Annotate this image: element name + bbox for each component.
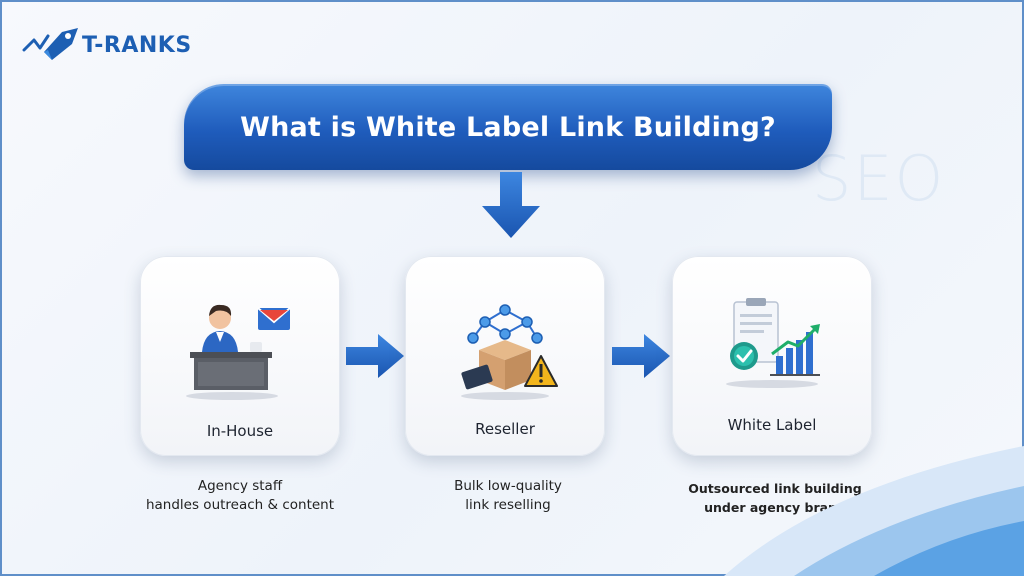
step-label: White Label (727, 416, 817, 434)
step-label: Reseller (475, 420, 535, 438)
description-line: Outsourced link building (688, 481, 862, 496)
description-line: link reselling (465, 497, 551, 513)
t-ranks-logo[interactable]: T-RANKS (22, 26, 192, 64)
title-banner: What is White Label Link Building? (184, 84, 832, 170)
right-arrow-icon (612, 334, 670, 378)
logo-rocket-icon (22, 28, 78, 60)
description-line: under agency brand (704, 500, 846, 515)
description-line: handles outreach & content (145, 497, 335, 513)
step-card-reseller: Reseller (405, 256, 605, 456)
seo-watermark: SEO (812, 142, 946, 215)
step-card-in-house: In-House (140, 256, 340, 456)
bulk-links-box-icon (461, 304, 558, 400)
step-description-in-house: Agency staff handles outreach & content (140, 477, 340, 515)
logo-text: T-RANKS (82, 32, 192, 58)
description-line: Agency staff (197, 478, 283, 494)
step-card-white-label: White Label (672, 256, 872, 456)
checklist-growth-chart-icon (726, 298, 820, 388)
decorative-wave (724, 446, 1024, 576)
down-arrow-icon (482, 172, 540, 238)
page-title: What is White Label Link Building? (240, 111, 776, 143)
step-label: In-House (206, 422, 274, 440)
step-description-reseller: Bulk low-quality link reselling (408, 477, 608, 515)
agency-staff-desk-icon (186, 304, 291, 400)
step-description-white-label: Outsourced link building under agency br… (672, 479, 878, 517)
description-line: Bulk low-quality (454, 478, 562, 494)
right-arrow-icon (346, 334, 404, 378)
